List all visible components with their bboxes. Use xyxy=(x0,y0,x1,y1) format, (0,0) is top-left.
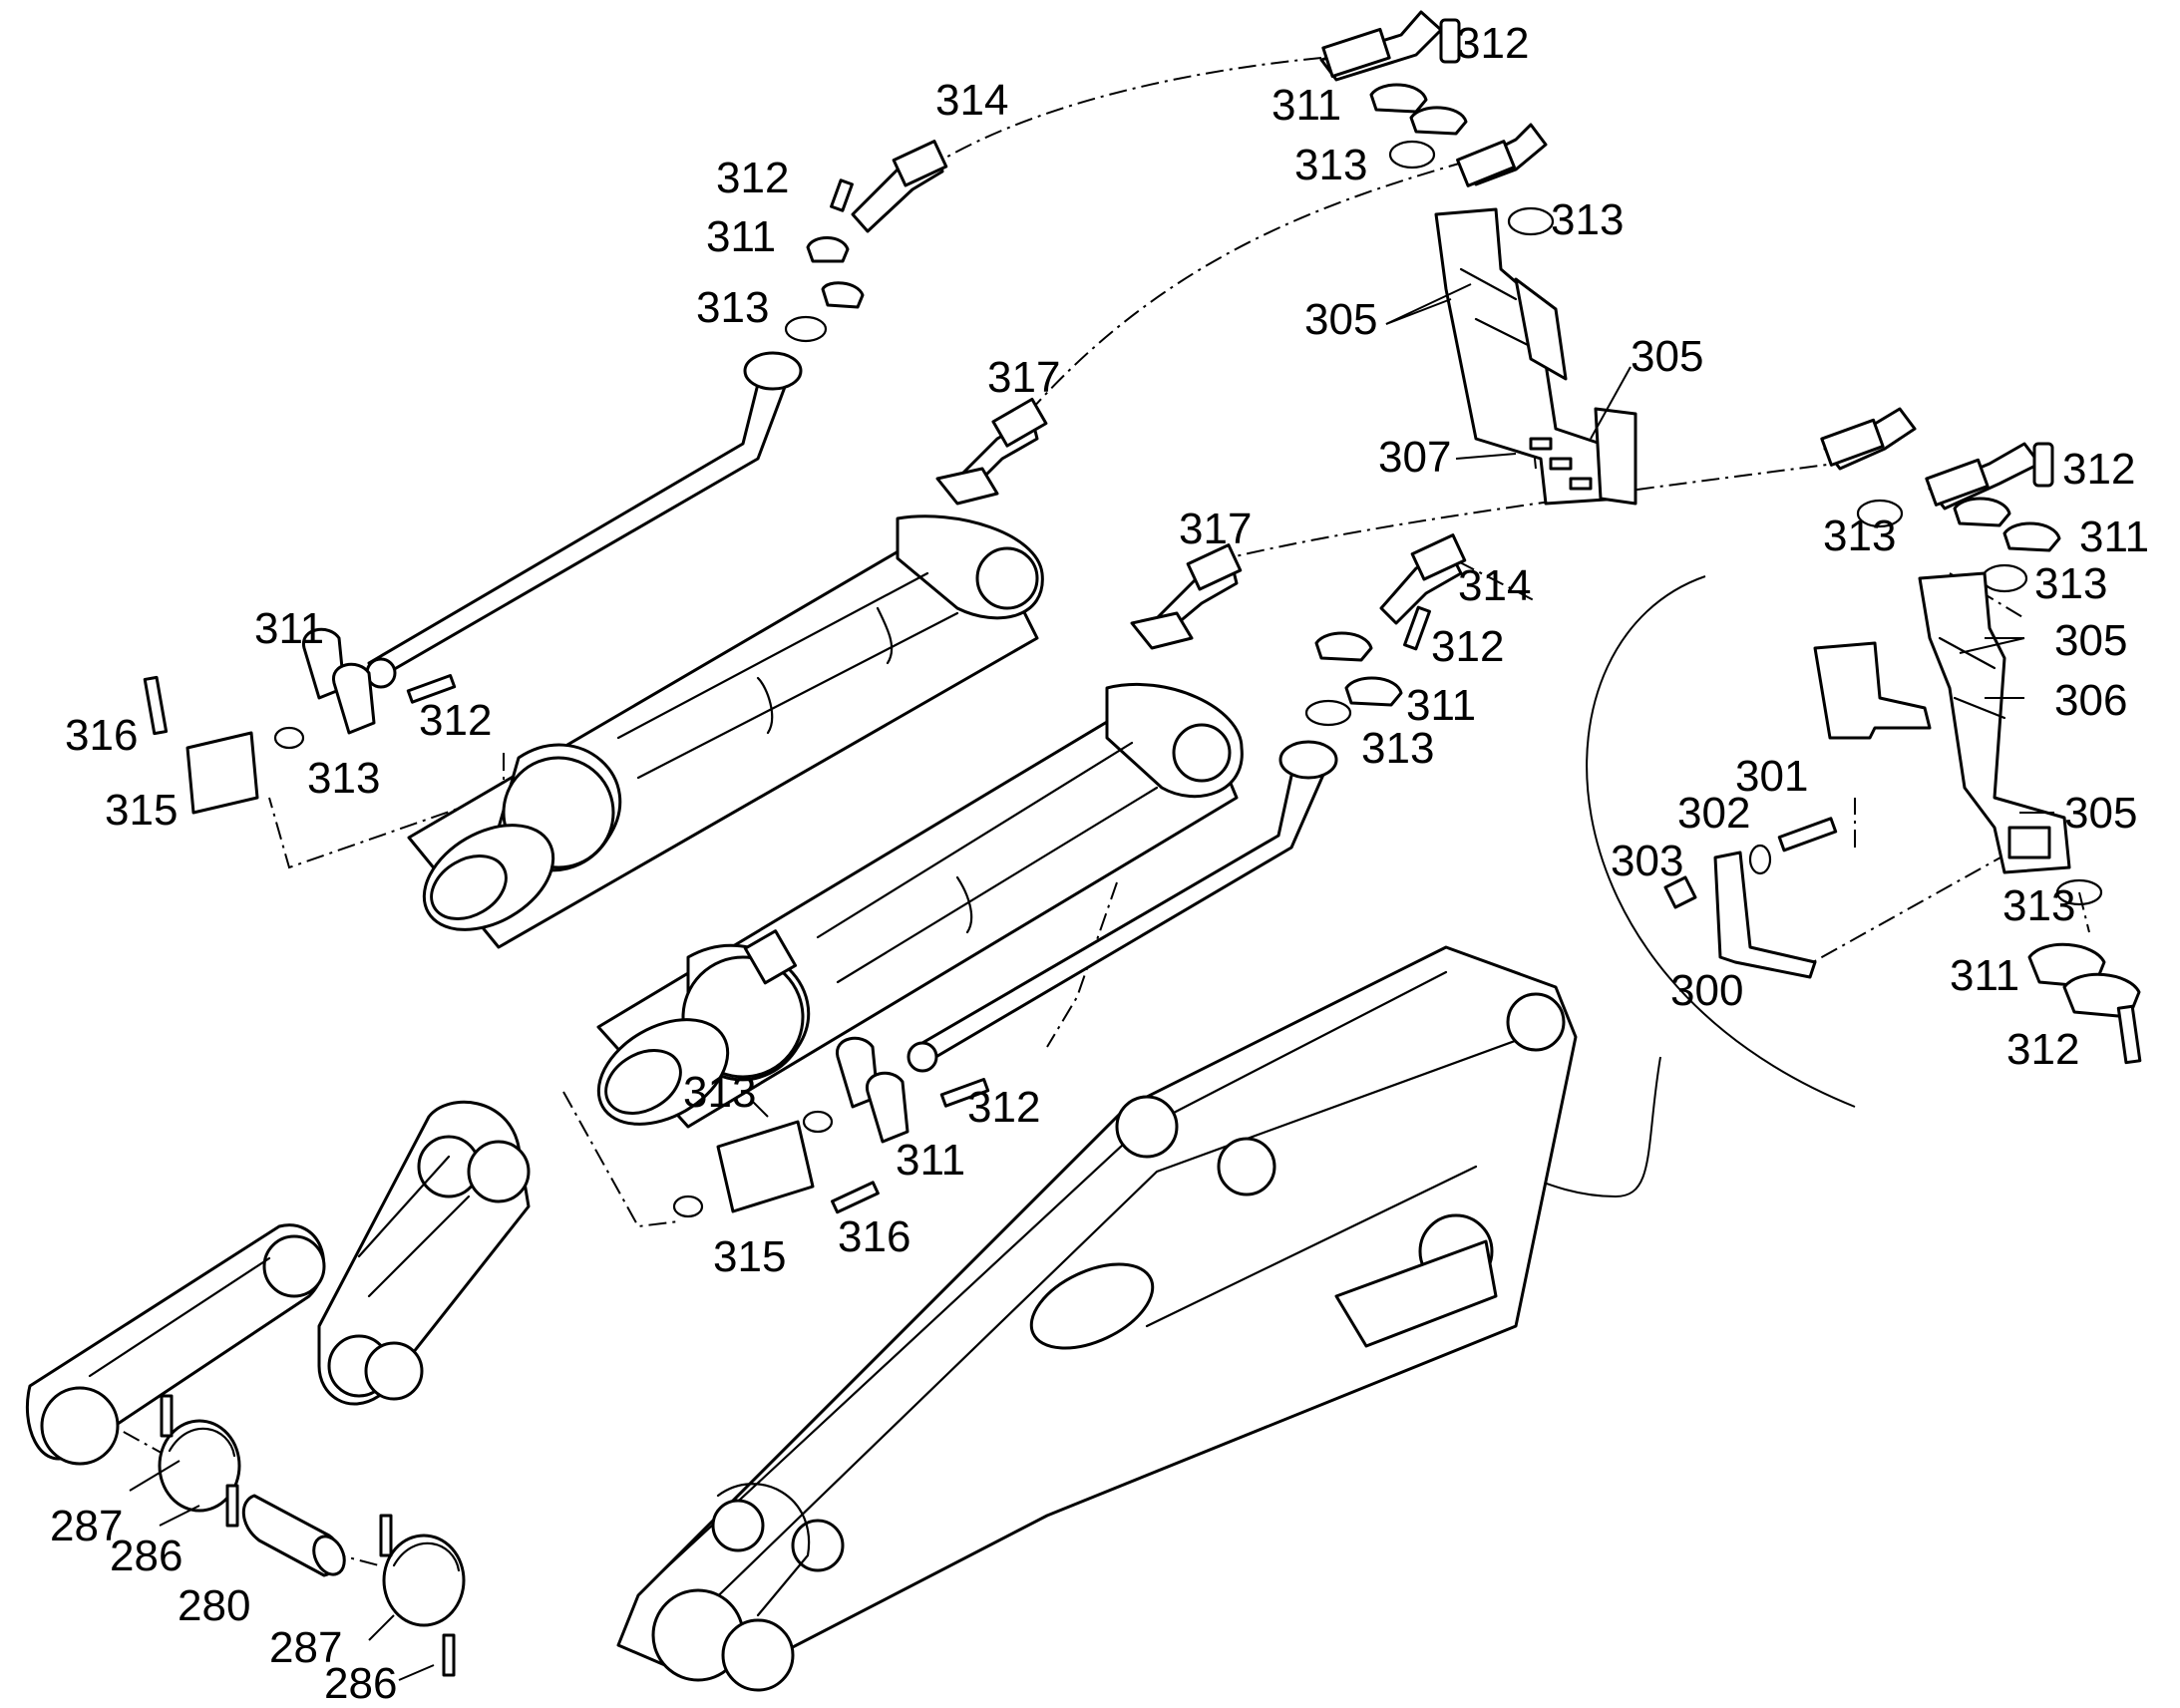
label-312-top: 312 xyxy=(1456,19,1529,68)
routing-lines xyxy=(94,57,2090,1566)
label-286-left: 286 xyxy=(110,1532,182,1580)
label-317-upper: 317 xyxy=(987,353,1060,402)
pin-assembly xyxy=(158,1394,466,1677)
label-316-low: 316 xyxy=(838,1212,910,1261)
pipe-right xyxy=(907,740,1338,1073)
hose-fittings xyxy=(851,10,2041,650)
label-313-right-a: 313 xyxy=(1823,512,1896,560)
valve-brackets xyxy=(1434,207,2071,979)
stick-cylinder-lower xyxy=(596,683,1244,1129)
label-306: 306 xyxy=(2054,676,2127,725)
pipe-left xyxy=(365,351,803,689)
label-312-left-top: 312 xyxy=(716,154,789,202)
part-labels: 312 314 311 313 313 312 311 313 305 305 … xyxy=(50,19,2149,1708)
label-286-right: 286 xyxy=(324,1659,397,1708)
label-311-left: 311 xyxy=(254,604,324,653)
label-287-left: 287 xyxy=(50,1502,123,1550)
label-287-right: 287 xyxy=(269,1623,342,1672)
label-305-right-a: 305 xyxy=(2054,616,2127,665)
label-311-top: 311 xyxy=(1272,81,1341,130)
label-312-mid: 312 xyxy=(1431,622,1504,671)
label-313-right-b: 313 xyxy=(2034,559,2107,608)
label-311-mid: 311 xyxy=(1406,681,1476,730)
label-316-left: 316 xyxy=(65,711,138,760)
label-315-left: 315 xyxy=(105,786,178,835)
label-311-left-top: 311 xyxy=(706,212,776,261)
label-314-mid: 314 xyxy=(1458,561,1531,610)
label-315-low: 315 xyxy=(713,1232,786,1281)
boom-arm xyxy=(616,945,1578,1692)
flanges-orings-bolts xyxy=(143,18,2142,1218)
label-leaders xyxy=(129,283,2054,1681)
label-311-right: 311 xyxy=(2079,512,2149,561)
label-305-upper-b: 305 xyxy=(1631,332,1703,381)
label-312-low: 312 xyxy=(967,1083,1040,1132)
label-313-top-left: 313 xyxy=(1294,141,1367,189)
label-302: 302 xyxy=(1677,789,1750,838)
label-307: 307 xyxy=(1378,433,1451,482)
label-313-left-top: 313 xyxy=(696,283,769,332)
label-311-low: 311 xyxy=(896,1136,965,1185)
label-300: 300 xyxy=(1670,966,1743,1015)
bucket-links xyxy=(25,1100,531,1466)
label-313-low: 313 xyxy=(683,1068,756,1117)
label-301: 301 xyxy=(1735,752,1808,801)
label-303: 303 xyxy=(1611,837,1683,885)
label-313-mid: 313 xyxy=(1361,724,1434,773)
label-312-right-top: 312 xyxy=(2062,445,2135,494)
label-317-lower: 317 xyxy=(1179,505,1252,553)
label-313-left: 313 xyxy=(307,754,380,803)
label-305-upper-a: 305 xyxy=(1304,295,1377,344)
detail-callout-arc xyxy=(1586,575,1856,1108)
boom-cylinder-upper xyxy=(407,514,1044,949)
label-314-top: 314 xyxy=(935,76,1008,125)
label-311-right-low: 311 xyxy=(1950,951,2019,1000)
label-312-left: 312 xyxy=(419,696,492,745)
label-313-right-c: 313 xyxy=(2002,881,2075,930)
label-280: 280 xyxy=(178,1581,250,1630)
label-313-top-right: 313 xyxy=(1551,195,1624,244)
label-305-right-b: 305 xyxy=(2064,789,2137,838)
label-312-right-low: 312 xyxy=(2006,1025,2079,1074)
